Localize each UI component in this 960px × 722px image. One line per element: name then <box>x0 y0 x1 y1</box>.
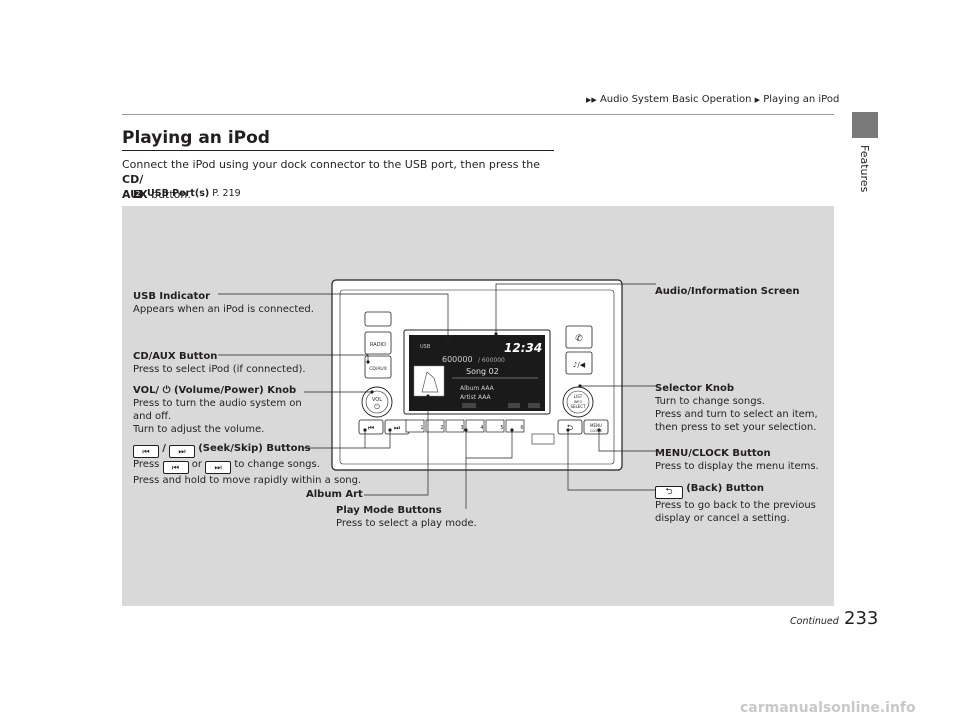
cd-aux-callout: CD/AUX Button Press to select iPod (if c… <box>133 351 306 375</box>
power-icon: ⏻ <box>374 403 380 411</box>
cd-aux-button <box>364 355 392 379</box>
arrow-icon: ▶ <box>754 96 761 104</box>
preset-1-label: 1 <box>420 425 423 431</box>
header-rule <box>122 114 834 115</box>
head-unit-bezel <box>339 289 615 465</box>
phone-icon: ✆ <box>575 334 583 344</box>
preset-4-label: 4 <box>480 425 483 431</box>
usb-port-cover <box>531 433 555 445</box>
radio-button <box>364 331 392 355</box>
cross-reference-link[interactable]: 2 USB Port(s) P. 219 <box>134 188 241 199</box>
preset-5-label: 5 <box>500 425 503 431</box>
phone-button <box>565 325 593 349</box>
seek-back-icon: ⏮ <box>133 445 159 458</box>
volume-knob-label: VOL <box>372 397 382 403</box>
volume-knob-callout: VOL/ ⏻ (Volume/Power) Knob Press to turn… <box>133 385 302 435</box>
volume-knob <box>361 386 393 418</box>
watermark: carmanualsonline.info <box>740 700 916 716</box>
preset-6-label: 6 <box>520 425 523 431</box>
title-rule <box>122 150 554 151</box>
double-arrow-icon: ▶▶ <box>586 96 597 104</box>
song-title: Song 02 <box>466 367 499 376</box>
audio-unit-figure: RADIO CD/AUX VOL ⏻ ⏮ ⏭ USB 600000 / 6000… <box>122 206 834 606</box>
breadcrumb-item[interactable]: Playing an iPod <box>763 94 840 105</box>
back-arrow-icon: ⮌ <box>567 423 573 432</box>
back-button-callout: ⮌ (Back) Button Press to go back to the … <box>655 483 816 524</box>
usb-indicator-callout: USB Indicator Appears when an iPod is co… <box>133 291 314 315</box>
eject-button <box>364 311 392 327</box>
selector-knob <box>562 386 594 418</box>
play-mode-callout: Play Mode Buttons Press to select a play… <box>336 505 477 529</box>
breadcrumb-item[interactable]: Audio System Basic Operation <box>599 94 752 105</box>
album-name: Album AAA <box>460 385 495 392</box>
preset-button-row: 1 2 3 4 5 6 <box>405 419 525 433</box>
selector-select-label: SELECT <box>570 404 586 409</box>
selector-list-label: LIST <box>574 394 583 399</box>
seek-skip-callout: ⏮ / ⏭ (Seek/Skip) Buttons Press ⏮ or ⏭ t… <box>133 443 362 486</box>
callout-dots <box>363 332 601 432</box>
artist-name: Artist AAA <box>460 394 492 401</box>
reference-icon: 2 <box>134 190 142 198</box>
selector-knob-callout: Selector Knob Turn to change songs. Pres… <box>655 383 818 433</box>
preset-2-label: 2 <box>440 425 443 431</box>
radio-button-label: RADIO <box>370 342 386 348</box>
menu-clock-button <box>583 419 609 435</box>
intro-paragraph: Connect the iPod using your dock connect… <box>122 158 540 201</box>
back-button <box>557 419 583 435</box>
phone-end-icon: ♪/◀ <box>573 361 586 369</box>
album-art-callout: Album Art <box>306 489 363 500</box>
seek-forward-icon: ⏭ <box>169 445 196 458</box>
power-icon: ⏻ <box>159 385 174 396</box>
cd-aux-button-label: CD/AUX <box>369 366 387 372</box>
preset-3-label: 3 <box>460 425 463 431</box>
clock-label: CLOCK <box>590 429 602 433</box>
continued-label: Continued <box>790 616 839 627</box>
section-label: Features <box>858 145 871 193</box>
audio-unit-illustration: RADIO CD/AUX VOL ⏻ ⏮ ⏭ USB 600000 / 6000… <box>218 279 656 509</box>
seek-forward-icon: ⏭ <box>205 461 232 474</box>
page-title: Playing an iPod <box>122 128 270 148</box>
page-number: 233 <box>844 608 879 629</box>
callout-leader-lines <box>218 283 656 509</box>
seek-back-icon: ⏮ <box>162 461 189 474</box>
breadcrumb: ▶▶ Audio System Basic Operation ▶ Playin… <box>586 94 839 105</box>
clock-display: 12:34 <box>504 341 542 355</box>
back-arrow-icon: ⮌ <box>655 486 683 499</box>
track-number: 600000 <box>442 355 473 364</box>
phone-end-button <box>565 351 593 375</box>
seek-forward-icon: ⏭ <box>394 424 401 432</box>
seek-back-icon: ⏮ <box>368 424 374 432</box>
menu-clock-callout: MENU/CLOCK Button Press to display the m… <box>655 448 819 472</box>
selector-info-label: INFO <box>574 400 583 404</box>
track-total: / 600000 <box>478 357 505 364</box>
menu-label: MENU <box>590 423 602 428</box>
section-tab <box>852 112 878 138</box>
usb-indicator-icon: USB <box>420 344 431 350</box>
audio-screen-callout: Audio/Information Screen <box>655 286 800 297</box>
album-art <box>413 365 445 397</box>
